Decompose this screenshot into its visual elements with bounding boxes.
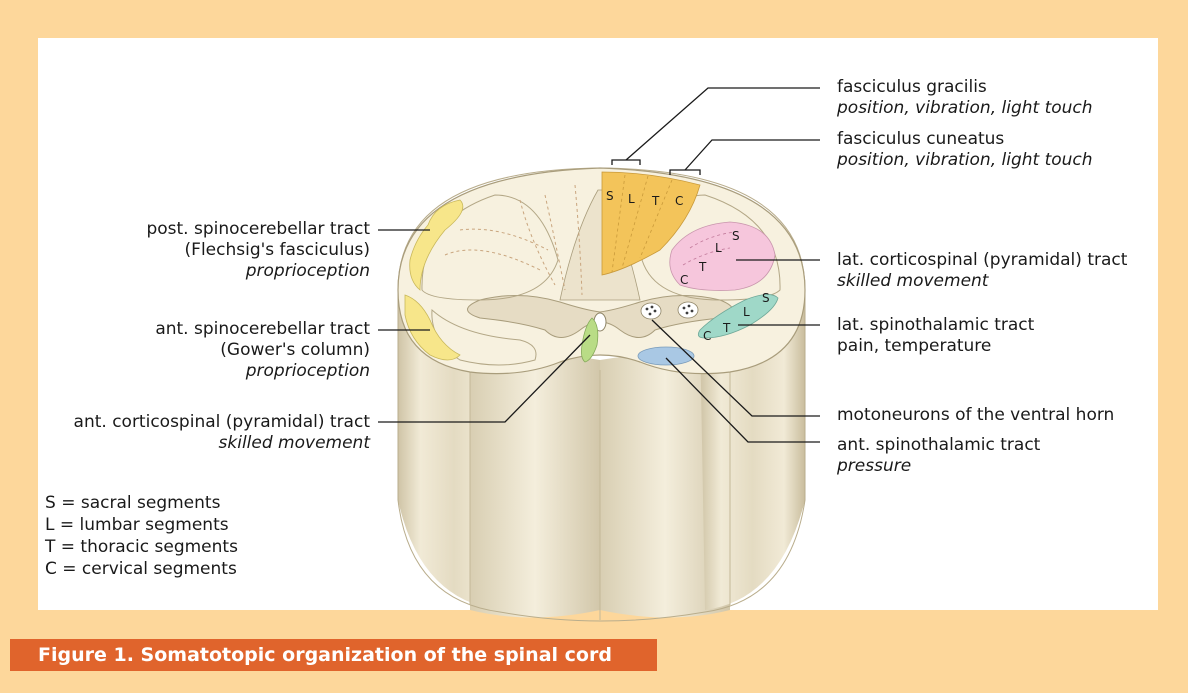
ant-spinocerebellar-function: proprioception <box>155 361 370 382</box>
fasciculus-cuneatus-function: position, vibration, light touch <box>837 150 1093 171</box>
dorsal-t-letter: T <box>651 194 660 208</box>
ant-spinothalamic-label: ant. spinothalamic tract pressure <box>837 435 1040 477</box>
ant-spinothalamic-function: pressure <box>837 456 1040 477</box>
lat-spino-s-letter: S <box>762 291 770 305</box>
dorsal-c-letter: C <box>675 194 683 208</box>
ant-spinocerebellar-name: ant. spinocerebellar tract <box>155 319 370 340</box>
lat-spinothalamic-function: pain, temperature <box>837 336 1034 357</box>
motoneurons-label: motoneurons of the ventral horn <box>837 405 1114 426</box>
dorsal-l-letter: L <box>628 192 635 206</box>
legend-lumbar: L = lumbar segments <box>45 514 238 536</box>
ant-spinocerebellar-label: ant. spinocerebellar tract (Gower's colu… <box>155 319 370 382</box>
lat-cort-l-letter: L <box>715 241 722 255</box>
lat-spinothalamic-name: lat. spinothalamic tract <box>837 315 1034 336</box>
lat-corticospinal-label: lat. corticospinal (pyramidal) tract ski… <box>837 250 1127 292</box>
post-spinocerebellar-label: post. spinocerebellar tract (Flechsig's … <box>146 219 370 282</box>
ant-spinocerebellar-alias: (Gower's column) <box>155 340 370 361</box>
fasciculus-gracilis-name: fasciculus gracilis <box>837 77 1093 98</box>
lat-corticospinal-name: lat. corticospinal (pyramidal) tract <box>837 250 1127 271</box>
lat-spino-t-letter: T <box>722 321 731 335</box>
post-spinocerebellar-name: post. spinocerebellar tract <box>146 219 370 240</box>
fasciculus-cuneatus-label: fasciculus cuneatus position, vibration,… <box>837 129 1093 171</box>
figure-caption: Figure 1. Somatotopic organization of th… <box>10 639 657 671</box>
lat-cort-s-letter: S <box>732 229 740 243</box>
motoneurons-name: motoneurons of the ventral horn <box>837 405 1114 426</box>
segment-legend: S = sacral segments L = lumbar segments … <box>45 492 238 580</box>
fasciculus-gracilis-label: fasciculus gracilis position, vibration,… <box>837 77 1093 119</box>
ant-spinothalamic-highlight <box>638 347 694 365</box>
lat-cort-t-letter: T <box>698 260 707 274</box>
ant-corticospinal-function: skilled movement <box>74 433 370 454</box>
ant-spinothalamic-name: ant. spinothalamic tract <box>837 435 1040 456</box>
ant-corticospinal-label: ant. corticospinal (pyramidal) tract ski… <box>74 412 370 454</box>
lat-spino-l-letter: L <box>743 305 750 319</box>
lat-corticospinal-function: skilled movement <box>837 271 1127 292</box>
fasciculus-cuneatus-name: fasciculus cuneatus <box>837 129 1093 150</box>
legend-thoracic: T = thoracic segments <box>45 536 238 558</box>
lat-spino-c-letter: C <box>703 329 711 343</box>
legend-cervical: C = cervical segments <box>45 558 238 580</box>
lat-cort-c-letter: C <box>680 273 688 287</box>
lat-spinothalamic-label: lat. spinothalamic tract pain, temperatu… <box>837 315 1034 357</box>
fasciculus-gracilis-function: position, vibration, light touch <box>837 98 1093 119</box>
ant-corticospinal-name: ant. corticospinal (pyramidal) tract <box>74 412 370 433</box>
legend-sacral: S = sacral segments <box>45 492 238 514</box>
post-spinocerebellar-alias: (Flechsig's fasciculus) <box>146 240 370 261</box>
dorsal-s-letter: S <box>606 189 614 203</box>
post-spinocerebellar-function: proprioception <box>146 261 370 282</box>
